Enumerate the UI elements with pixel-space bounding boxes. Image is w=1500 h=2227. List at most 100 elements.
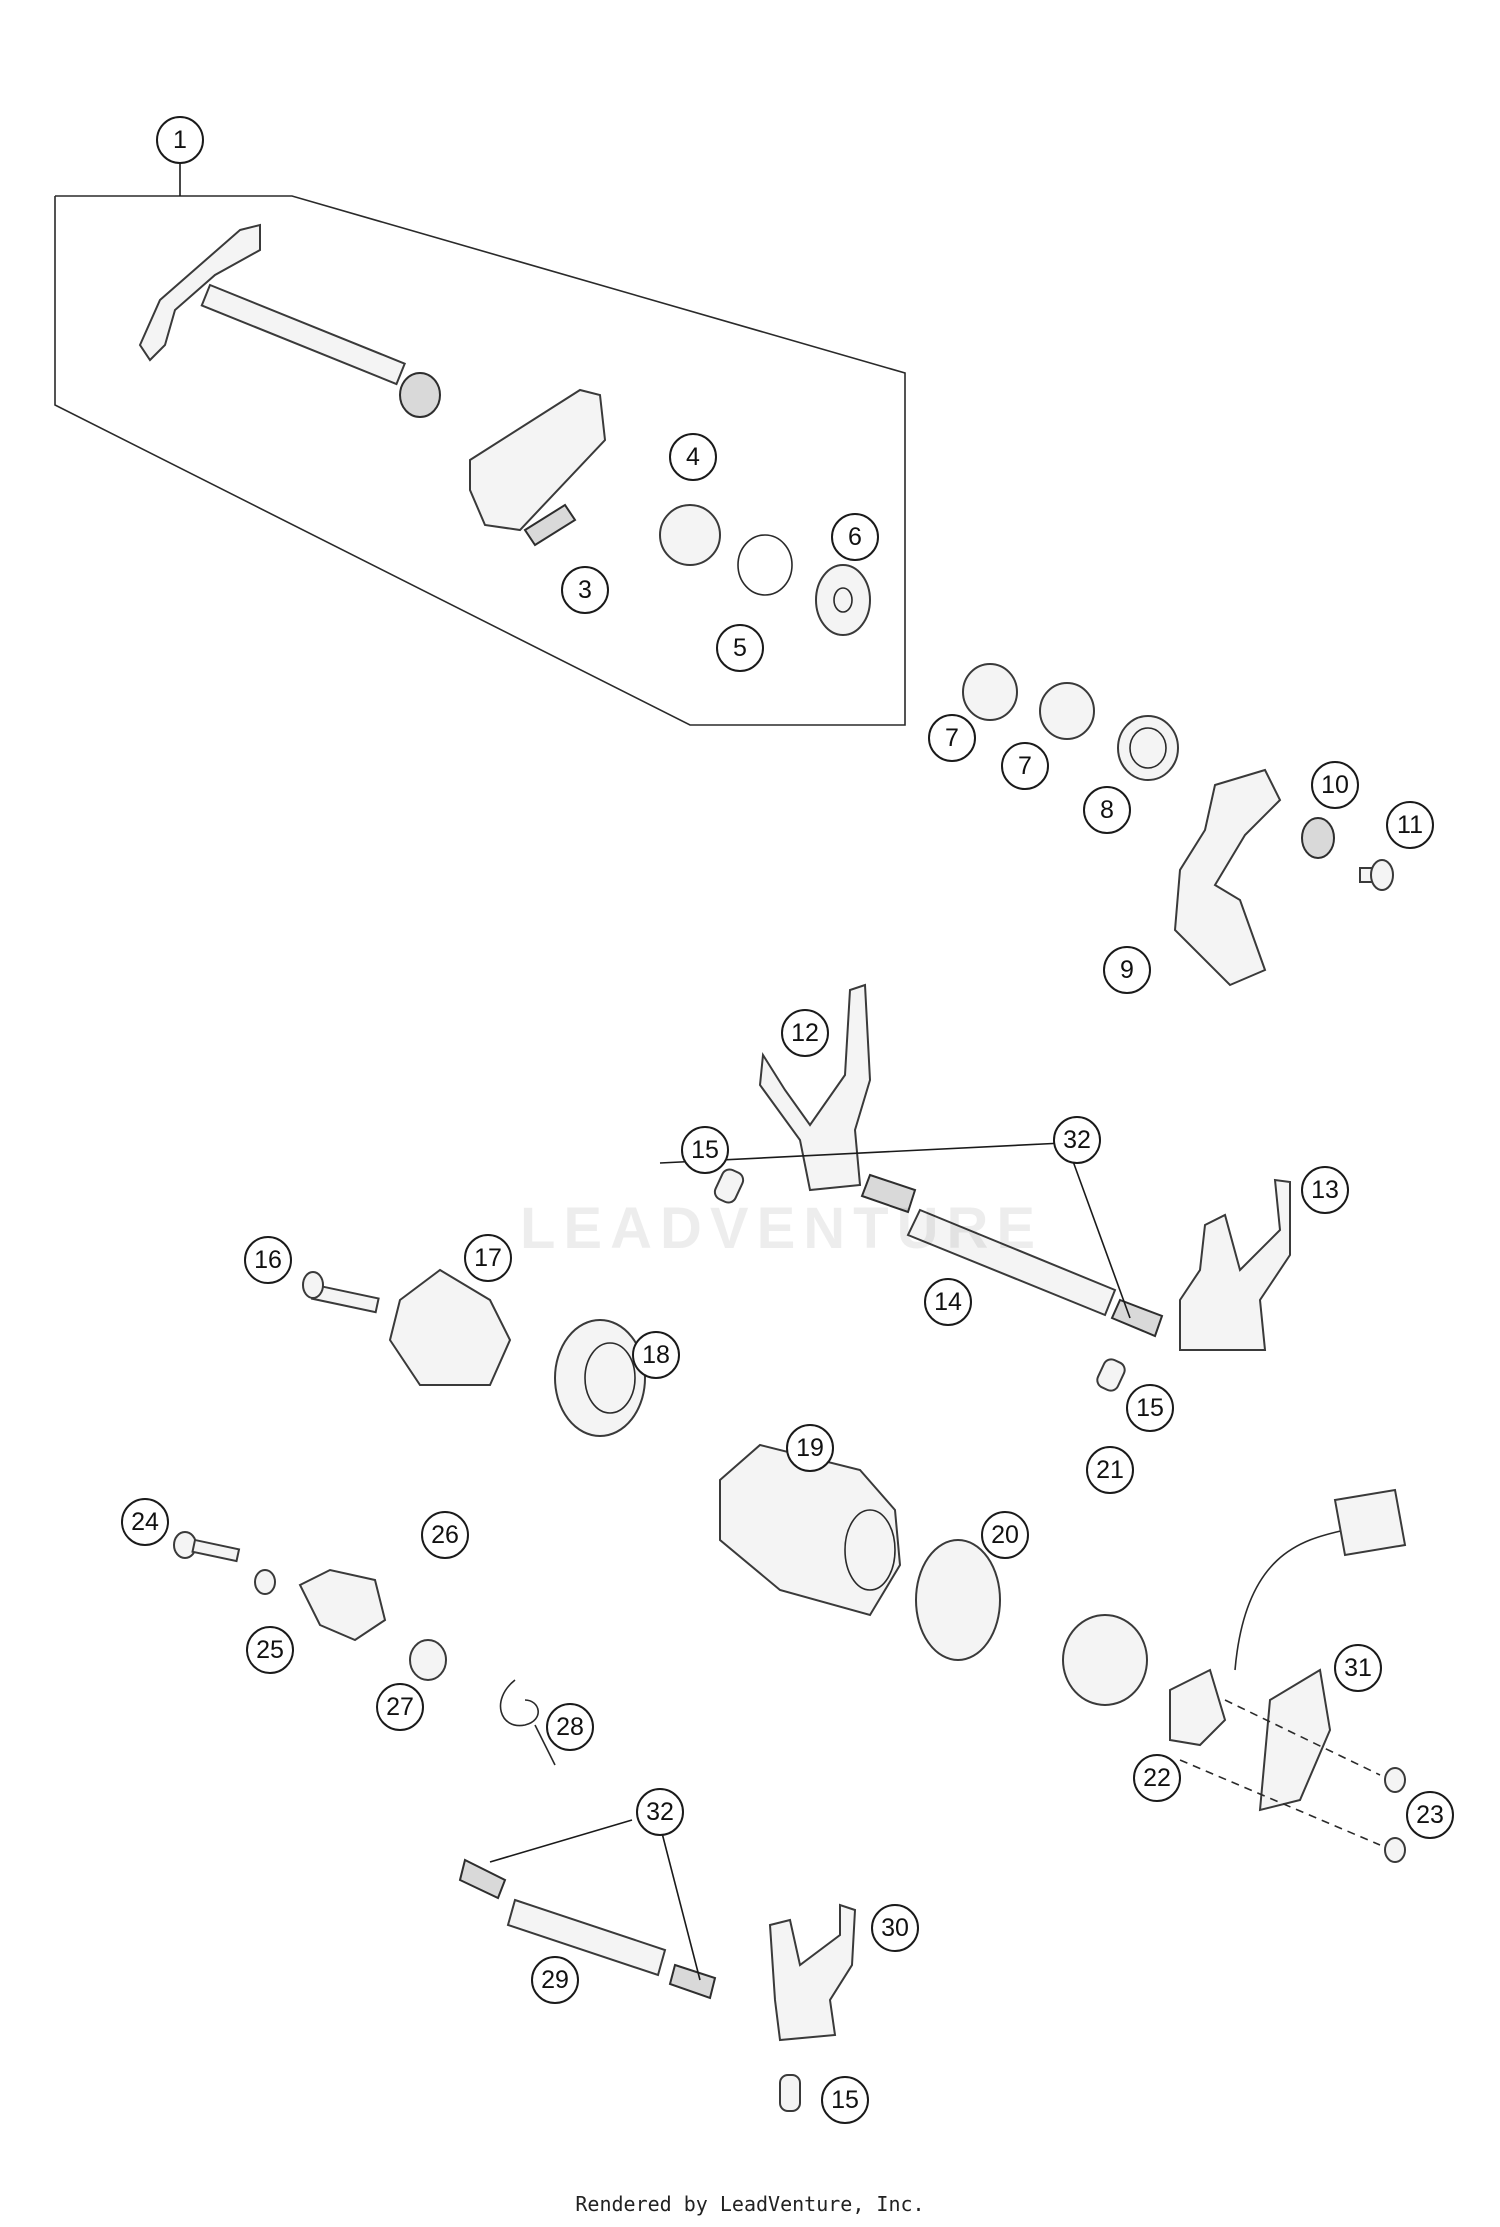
watermark-text: LEADVENTURE: [520, 1196, 1044, 1261]
callout-circle: [681, 1126, 729, 1174]
callout-circle: [421, 1511, 469, 1559]
callout-circle: [821, 2076, 869, 2124]
callout-circle: [786, 1424, 834, 1472]
callout-label: 15: [691, 1136, 719, 1164]
callout-circle: [1334, 1644, 1382, 1692]
callout-circle: [1083, 786, 1131, 834]
callout-label: 14: [934, 1288, 962, 1316]
callout-12: 12: [781, 1009, 829, 1057]
screw-24-part: [173, 1531, 241, 1563]
callout-label: 7: [1018, 752, 1032, 780]
callout-label: 29: [541, 1966, 569, 1994]
shift-shaft-part: [138, 223, 441, 418]
detent-17-part: [388, 1268, 512, 1386]
callout-circle: [781, 1009, 829, 1057]
callout-25: 25: [246, 1626, 294, 1674]
shift-fork-12-part: [758, 983, 872, 1192]
callout-22: 22: [1133, 1754, 1181, 1802]
shift-plate-part: [469, 388, 607, 532]
callout-label: 28: [556, 1713, 584, 1741]
callout-9: 9: [1103, 946, 1151, 994]
callout-circle: [928, 714, 976, 762]
screws-23-part: [1384, 1767, 1406, 1863]
callout-19: 19: [786, 1424, 834, 1472]
shift-fork-30-part: [768, 1903, 857, 2042]
washer-25-part: [254, 1569, 276, 1595]
callout-circle: [156, 116, 204, 164]
screw-11-part: [1359, 859, 1394, 891]
connector-part: [1333, 1488, 1407, 1557]
callout-label: 11: [1397, 811, 1423, 839]
callout-circle: [1133, 1754, 1181, 1802]
roller-27-part: [409, 1639, 447, 1681]
callout-circle: [871, 1904, 919, 1952]
callout-7: 7: [1001, 742, 1049, 790]
callout-circle: [669, 433, 717, 481]
callout-circle: [531, 1956, 579, 2004]
callout-27: 27: [376, 1683, 424, 1731]
lever-25-part: [298, 1568, 387, 1642]
callout-circle: [244, 1236, 292, 1284]
callout-label: 15: [1136, 1394, 1164, 1422]
washer-10-part: [1301, 817, 1335, 859]
callout-26: 26: [421, 1511, 469, 1559]
callout-label: 17: [474, 1244, 502, 1272]
pin-15-part: [713, 1168, 745, 1204]
callout-circle: [1086, 1446, 1134, 1494]
callout-circle: [1406, 1791, 1454, 1839]
callout-circle: [716, 624, 764, 672]
spring-28-part: [499, 1679, 556, 1766]
callout-circle: [546, 1703, 594, 1751]
callout-label: 16: [254, 1246, 282, 1274]
callout-28: 28: [546, 1703, 594, 1751]
callout-10: 10: [1311, 761, 1359, 809]
assembly-group-outline: [54, 195, 906, 726]
callout-7: 7: [928, 714, 976, 762]
callout-label: 24: [131, 1508, 159, 1536]
callout-label: 19: [796, 1434, 824, 1462]
callout-13: 13: [1301, 1166, 1349, 1214]
callout-label: 4: [686, 443, 700, 471]
callout-circle: [561, 566, 609, 614]
pin-15-lower-part: [779, 2074, 801, 2112]
callout-6: 6: [831, 513, 879, 561]
callout-18: 18: [632, 1331, 680, 1379]
seal-18-part: [554, 1319, 646, 1437]
callout-label: 32: [1063, 1126, 1091, 1154]
callout-circle: [1053, 1116, 1101, 1164]
sensor-wire: [1234, 1529, 1346, 1671]
callout-5: 5: [716, 624, 764, 672]
callout-circle: [1126, 1384, 1174, 1432]
shaft-14-part: [906, 1208, 1117, 1317]
callout-label: 12: [791, 1019, 819, 1047]
callout-label: 30: [881, 1914, 909, 1942]
callout-20: 20: [981, 1511, 1029, 1559]
callout-label: 8: [1100, 796, 1114, 824]
callout-29: 29: [531, 1956, 579, 2004]
spring-part: [523, 503, 577, 547]
callout-label: 18: [642, 1341, 670, 1369]
callout-3: 3: [561, 566, 609, 614]
bracket-31-part: [1258, 1668, 1332, 1812]
sensor-22-part: [1169, 1668, 1227, 1747]
callout-30: 30: [871, 1904, 919, 1952]
footer-text: Rendered by LeadVenture, Inc.: [575, 2192, 925, 2216]
callout-circle: [1311, 761, 1359, 809]
callout-32: 32: [1053, 1116, 1101, 1164]
callout-circle: [246, 1626, 294, 1674]
callout-circle: [1001, 742, 1049, 790]
spring-32-part: [860, 1173, 917, 1214]
callout-label: 21: [1096, 1456, 1124, 1484]
callout-1: 1: [156, 116, 204, 164]
callout-label: 22: [1143, 1764, 1171, 1792]
callout-4: 4: [669, 433, 717, 481]
guide-part: [659, 504, 721, 566]
callout-label: 31: [1344, 1654, 1372, 1682]
callout-23: 23: [1406, 1791, 1454, 1839]
callout-label: 7: [945, 724, 959, 752]
callout-label: 32: [646, 1798, 674, 1826]
callout-label: 13: [1311, 1176, 1339, 1204]
callout-circle: [121, 1498, 169, 1546]
bearing-20-part: [915, 1539, 1001, 1661]
